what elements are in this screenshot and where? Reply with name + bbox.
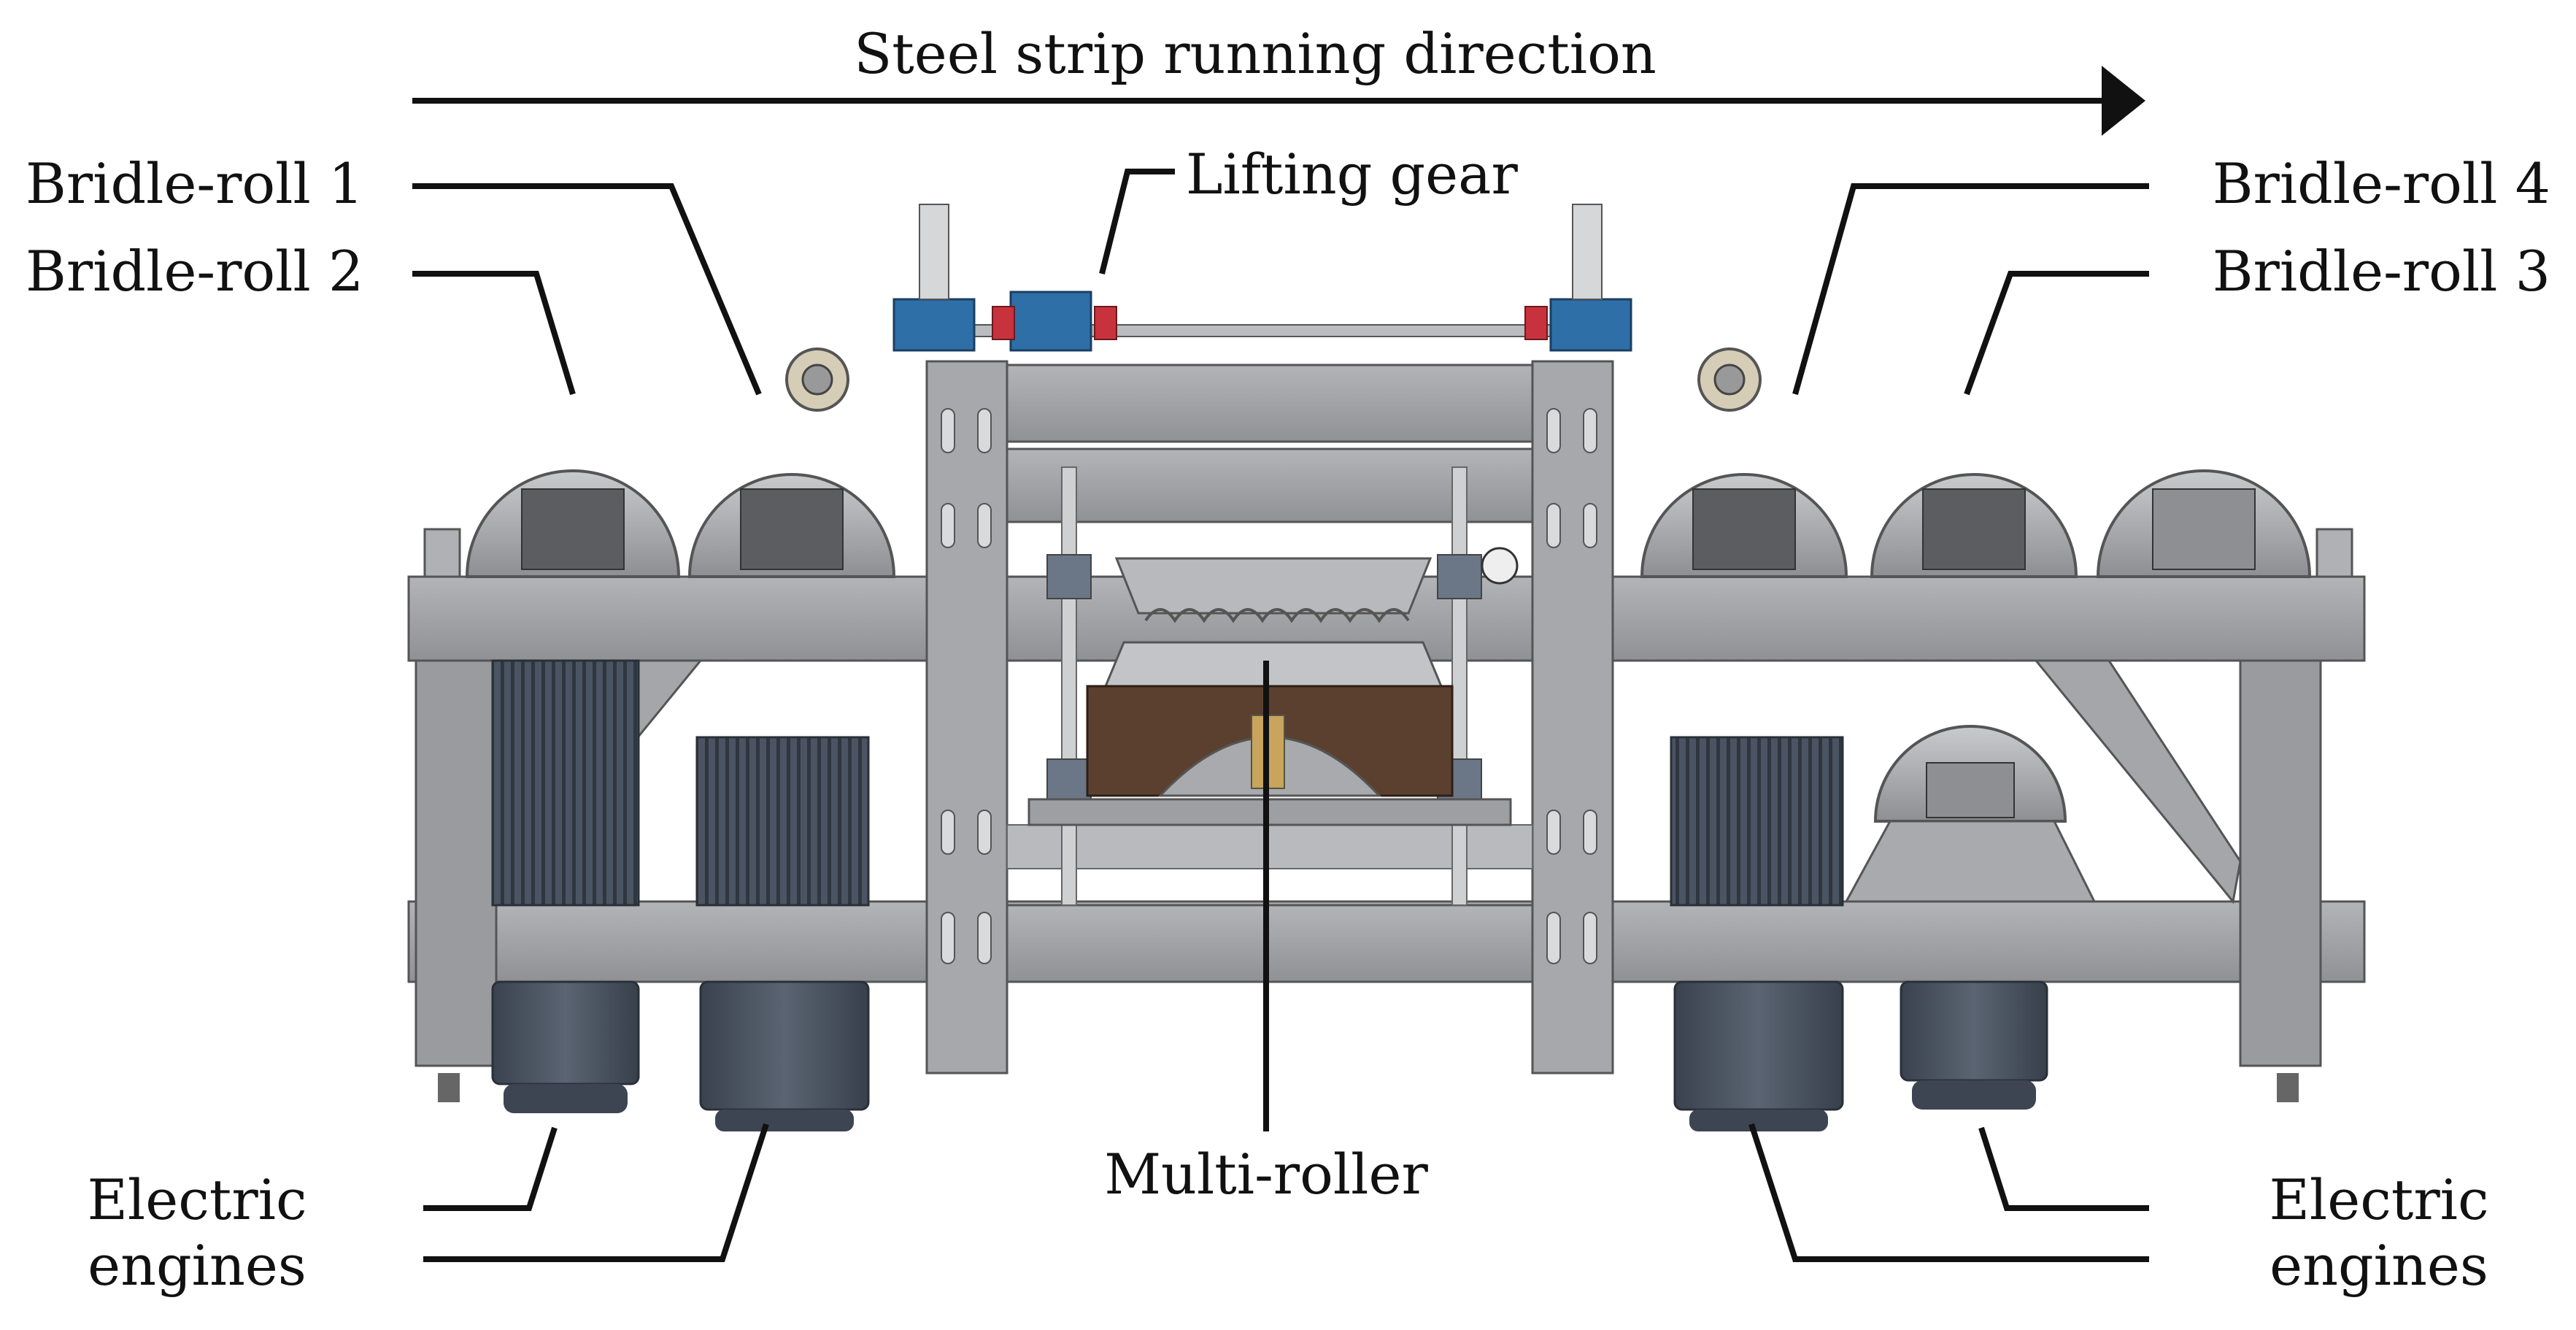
bridle-rolls bbox=[465, 347, 2312, 903]
center-tower bbox=[925, 360, 1614, 1075]
lifting-gear-label: Lifting gear bbox=[1186, 142, 1518, 207]
direction-label: Steel strip running direction bbox=[854, 21, 1657, 86]
multi-roller-label: Multi-roller bbox=[1104, 1142, 1428, 1207]
electric-engines-right-line2: engines bbox=[2270, 1233, 2488, 1298]
direction-arrow bbox=[412, 66, 2145, 136]
leader-lines bbox=[412, 169, 2149, 1262]
electric-engines-left-line2: engines bbox=[88, 1233, 306, 1298]
bridle-roll-3-label: Bridle-roll 3 bbox=[2213, 239, 2550, 304]
bridle-roll-2-label: Bridle-roll 2 bbox=[26, 239, 363, 304]
electric-engines-right-line1: Electric bbox=[2269, 1167, 2488, 1232]
electric-engines-left-line1: Electric bbox=[87, 1167, 306, 1232]
lifting-gear bbox=[892, 204, 1632, 352]
text-labels: Steel strip running direction Lifting ge… bbox=[26, 21, 2550, 1298]
multi-roller-assembly bbox=[1027, 557, 1512, 826]
electric-motors bbox=[491, 659, 2048, 1131]
bridle-roll-4-label: Bridle-roll 4 bbox=[2213, 151, 2550, 216]
bridle-roll-1-label: Bridle-roll 1 bbox=[26, 151, 363, 216]
